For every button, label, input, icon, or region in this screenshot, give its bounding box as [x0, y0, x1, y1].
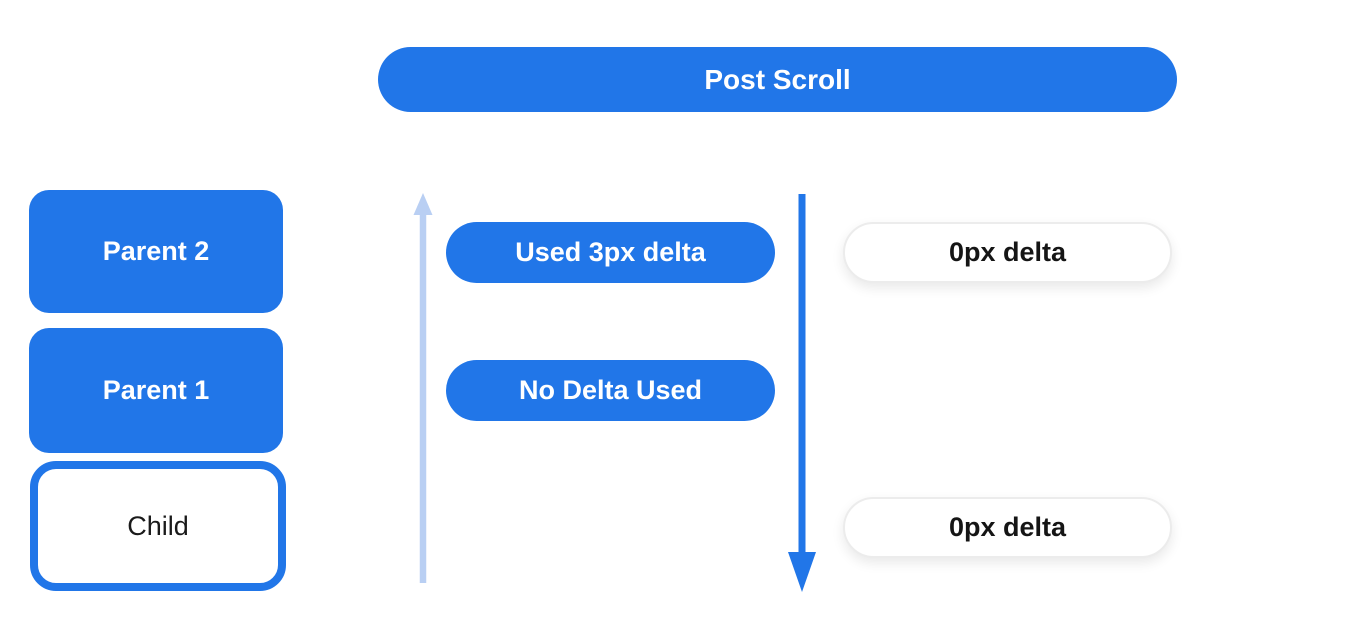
scroll-down-arrow-icon	[788, 194, 816, 592]
child-label: Child	[127, 510, 189, 541]
0px-delta-bottom-label: 0px delta	[948, 512, 1067, 542]
post-scroll-label: Post Scroll	[704, 63, 851, 95]
post-scroll-header: Post Scroll	[378, 47, 1177, 112]
0px-delta-bottom-pill: 0px delta	[843, 497, 1172, 558]
no-delta-used-pill: No Delta Used	[446, 360, 775, 421]
scroll-up-arrow-icon	[413, 193, 433, 583]
parent-2-label: Parent 2	[102, 236, 210, 266]
no-delta-used-label: No Delta Used	[518, 375, 703, 405]
parent-2-box: Parent 2	[29, 190, 283, 313]
parent-1-box: Parent 1	[29, 328, 283, 453]
child-box: Child	[30, 461, 286, 591]
used-3px-delta-pill: Used 3px delta	[446, 222, 775, 283]
used-3px-delta-label: Used 3px delta	[515, 237, 706, 267]
0px-delta-top-label: 0px delta	[948, 237, 1067, 267]
parent-1-label: Parent 1	[102, 375, 210, 405]
0px-delta-top-pill: 0px delta	[843, 222, 1172, 283]
